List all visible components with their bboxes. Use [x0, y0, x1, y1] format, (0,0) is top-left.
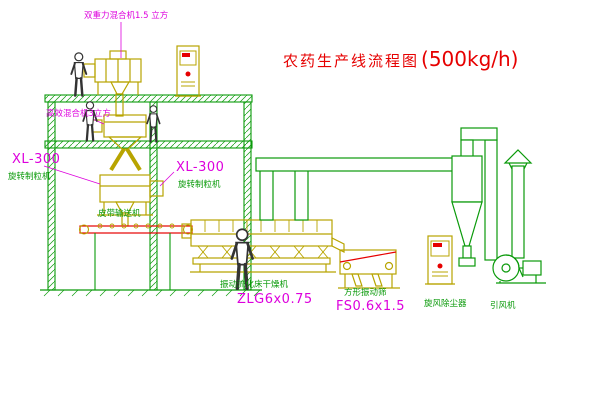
person-icon — [82, 100, 98, 142]
label-belt-conveyor: 皮带输送机 — [98, 209, 141, 219]
stack — [503, 149, 533, 259]
label-granulator-model-right: XL-300 — [176, 160, 225, 175]
diagram-title-capacity: (500kg/h) — [421, 47, 519, 71]
induced-draft-fan — [492, 254, 546, 284]
label-gravity-mixer: 双重力混合机1.5 立方 — [84, 11, 169, 21]
label-granulator-model-left: XL-300 — [12, 152, 61, 167]
label-granulator-name-right: 旋转制粒机 — [178, 180, 221, 190]
label-high-efficiency-mixer: 高效混合机3立方 — [46, 109, 111, 119]
label-square-vibrating-sieve: 方形振动筛 — [344, 288, 387, 298]
diagram-title: 农药生产线流程图 (500kg/h) — [283, 47, 519, 71]
label-fluidized-bed-dryer: 振动流化床干燥机 — [220, 280, 289, 290]
cyclone-dust-collector — [451, 127, 498, 267]
control-cabinet-right — [425, 235, 455, 285]
gravity-mixer — [83, 50, 142, 117]
rotary-granulator — [97, 174, 164, 227]
belt-conveyor — [78, 223, 194, 290]
diagram-title-text: 农药生产线流程图 — [283, 52, 420, 70]
label-fluidized-bed-dryer-model: ZLG6x0.75 — [237, 292, 313, 307]
fluidized-bed-dryer — [181, 219, 345, 273]
label-induced-draft-fan: 引风机 — [490, 301, 516, 311]
control-cabinet-top — [175, 45, 201, 97]
label-cyclone-dust-collector: 旋风除尘器 — [424, 299, 467, 309]
label-granulator-name-left: 旋转制粒机 — [8, 172, 51, 182]
platform-structure — [44, 94, 253, 291]
square-vibrating-sieve — [338, 249, 400, 289]
exhaust-ducts — [255, 157, 455, 221]
label-square-vibrating-sieve-model: FS0.6x1.5 — [336, 299, 406, 314]
ground-line — [40, 289, 262, 297]
